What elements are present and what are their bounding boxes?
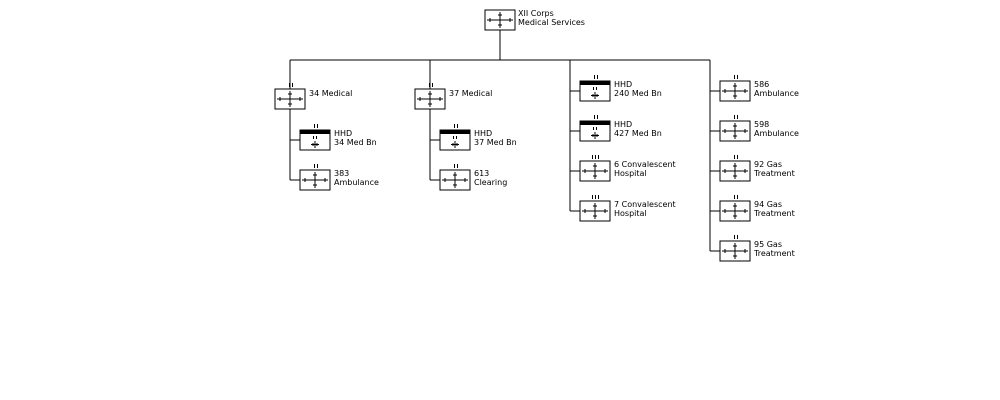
unit-label-line2: Ambulance — [334, 178, 379, 187]
echelon-marks — [592, 155, 599, 159]
unit-label-line1: 598 — [754, 120, 769, 129]
echelon-marks — [594, 75, 598, 79]
medical-cross-icon — [722, 83, 748, 99]
headquarters-bar — [580, 81, 610, 85]
headquarters-bar — [440, 130, 470, 134]
unit-label-line1: HHD — [614, 80, 632, 89]
medical-cross-icon — [442, 172, 468, 188]
medical-cross-icon — [722, 123, 748, 139]
unit-label-line1: 6 Convalescent — [614, 160, 676, 169]
unit-label-line2: 34 Med Bn — [334, 138, 377, 147]
unit-label-line1: 94 Gas — [754, 200, 782, 209]
medical-cross-icon — [582, 163, 608, 179]
unit-label-line1: 383 — [334, 169, 349, 178]
medical-cross-icon — [487, 12, 513, 28]
unit-label-line2: Hospital — [614, 169, 647, 178]
echelon-marks — [454, 124, 458, 128]
root-label-line1: XII Corps — [518, 9, 554, 18]
medical-cross-icon — [591, 127, 599, 139]
unit-label-line2: Clearing — [474, 178, 507, 187]
column-1-head-unit: 34 Medical — [274, 83, 352, 110]
headquarters-bar — [300, 130, 330, 134]
unit-label-line1: 95 Gas — [754, 240, 782, 249]
echelon-marks — [314, 124, 318, 128]
unit-label-line2: 240 Med Bn — [614, 89, 662, 98]
unit-label-line1: 34 Medical — [309, 89, 352, 98]
unit-label-line2: Treatment — [753, 169, 795, 178]
echelon-marks — [454, 164, 458, 168]
echelon-marks — [734, 195, 738, 199]
echelon-marks — [594, 115, 598, 119]
unit-label-line2: 37 Med Bn — [474, 138, 517, 147]
unit-label-line1: 92 Gas — [754, 160, 782, 169]
medical-cross-icon — [277, 91, 303, 107]
unit-label-line2: Ambulance — [754, 89, 799, 98]
medical-cross-icon — [722, 163, 748, 179]
medical-cross-icon — [311, 136, 319, 148]
unit-label-line1: 37 Medical — [449, 89, 492, 98]
root-unit: XII Corps Medical Services — [484, 9, 585, 31]
unit-label-line2: 427 Med Bn — [614, 129, 662, 138]
unit-label-line1: HHD — [614, 120, 632, 129]
unit-label-line1: 586 — [754, 80, 769, 89]
unit-label-line1: HHD — [334, 129, 352, 138]
echelon-marks — [734, 155, 738, 159]
medical-cross-icon — [722, 243, 748, 259]
echelon-marks — [429, 83, 433, 87]
connector-lines — [289, 30, 720, 252]
unit-label-line1: 7 Convalescent — [614, 200, 676, 209]
medical-cross-icon — [417, 91, 443, 107]
unit-label-line2: Treatment — [753, 209, 795, 218]
unit-label-line2: Treatment — [753, 249, 795, 258]
echelon-marks — [734, 115, 738, 119]
headquarters-bar — [580, 121, 610, 125]
echelon-marks — [734, 75, 738, 79]
medical-cross-icon — [591, 87, 599, 99]
medical-cross-icon — [302, 172, 328, 188]
unit-label-line2: Ambulance — [754, 129, 799, 138]
medical-cross-icon — [722, 203, 748, 219]
echelon-marks — [592, 195, 599, 199]
echelon-marks — [289, 83, 293, 87]
unit-label-line1: 613 — [474, 169, 489, 178]
root-label-line2: Medical Services — [518, 18, 585, 27]
medical-cross-icon — [451, 136, 459, 148]
echelon-marks — [734, 235, 738, 239]
unit-label-line2: Hospital — [614, 209, 647, 218]
medical-cross-icon — [582, 203, 608, 219]
unit-label-line1: HHD — [474, 129, 492, 138]
column-2-head-unit: 37 Medical — [414, 83, 492, 110]
echelon-marks — [314, 164, 318, 168]
